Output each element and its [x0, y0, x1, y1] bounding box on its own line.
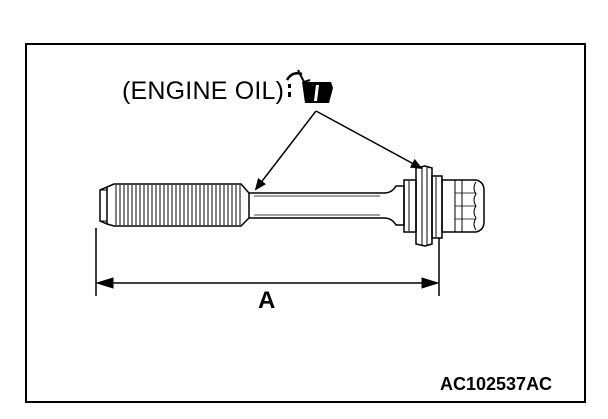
figure-reference-code: AC102537AC	[440, 374, 553, 394]
arrow-to-flange	[315, 110, 423, 169]
arrow-to-thread	[254, 110, 317, 191]
dimension-a-label: A	[258, 287, 276, 314]
bolt-icon	[99, 165, 485, 247]
dimension-line-a	[95, 228, 440, 296]
figure-border	[25, 43, 586, 403]
leader-arrows	[254, 110, 423, 191]
thread-lines	[115, 185, 241, 225]
oil-can-icon	[285, 69, 333, 103]
engine-oil-label: (ENGINE OIL)	[122, 77, 285, 105]
